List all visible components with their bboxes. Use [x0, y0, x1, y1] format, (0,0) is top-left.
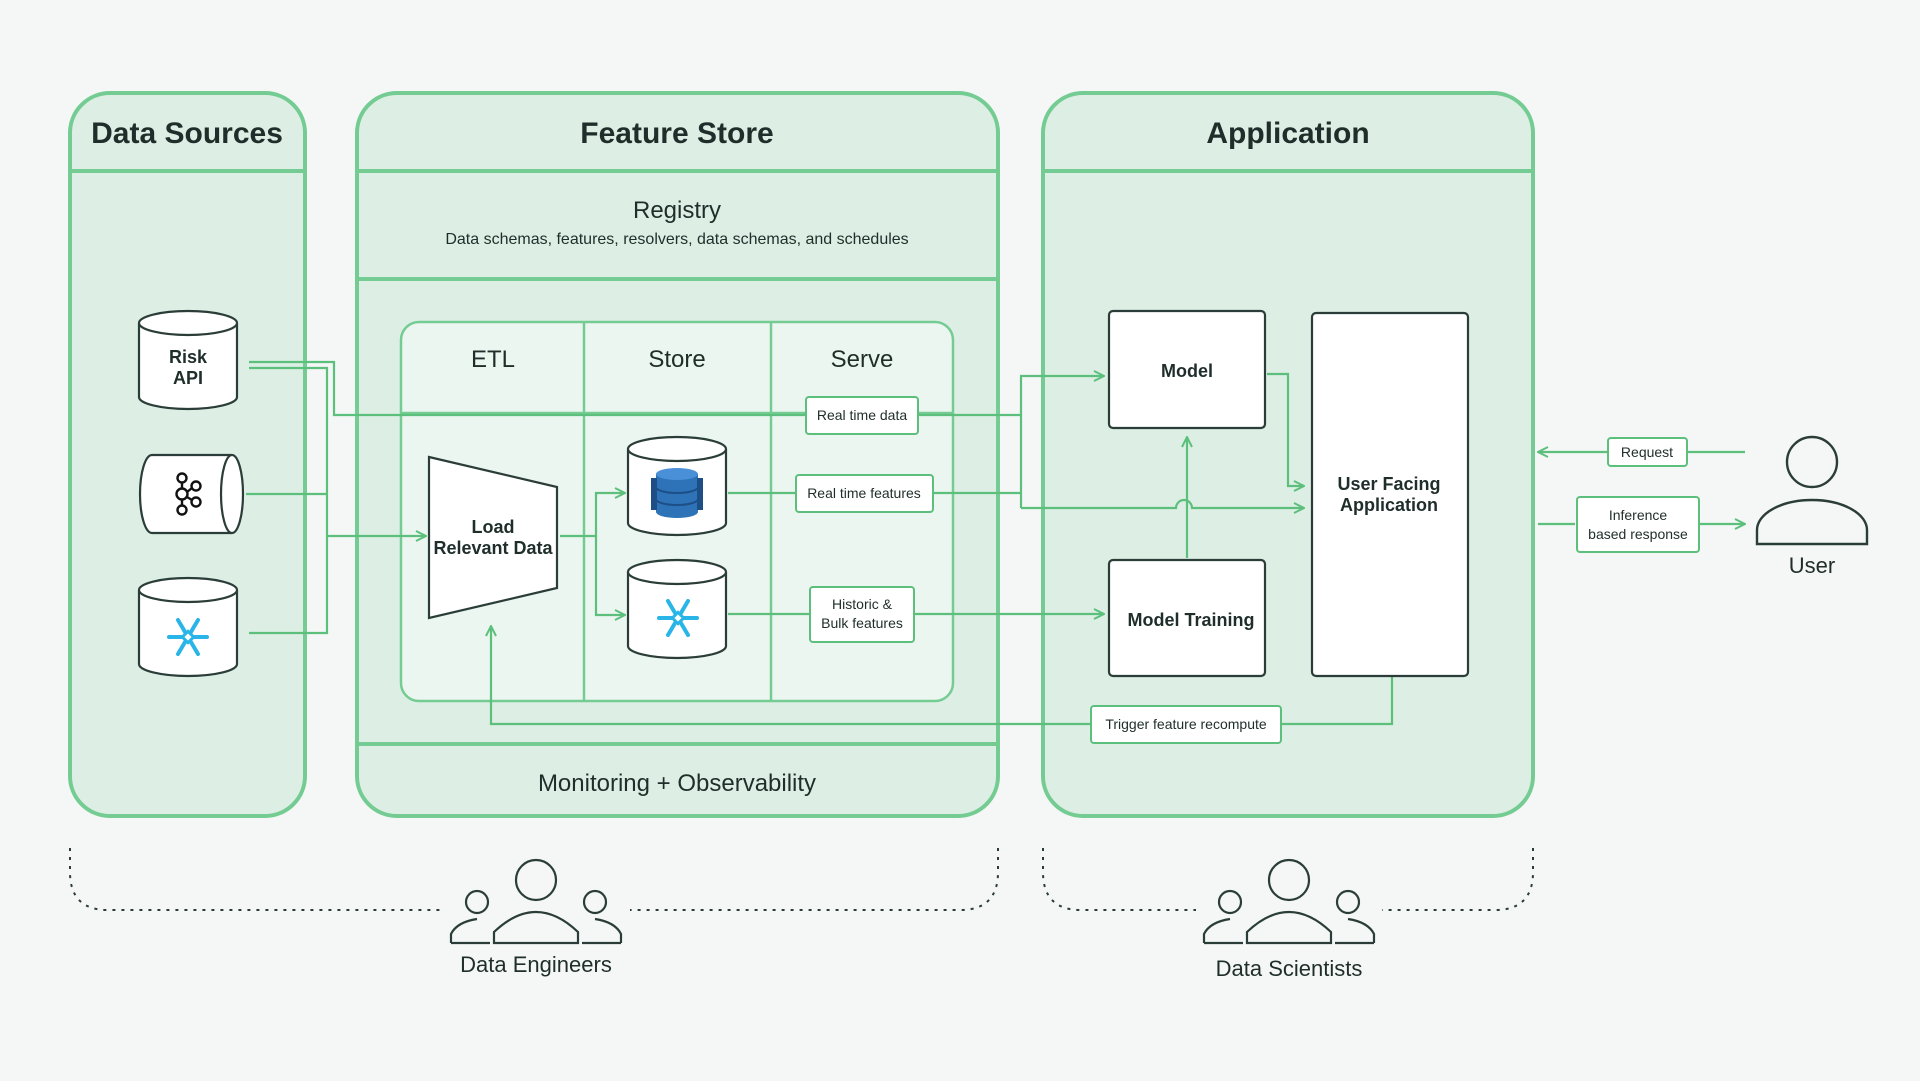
tag-real-time-features: Real time features: [795, 474, 934, 513]
risk-api-label-2: API: [173, 368, 203, 388]
user-icon: [1755, 435, 1869, 546]
kafka-source: [138, 453, 245, 535]
load-relevant-data: Load Relevant Data: [427, 455, 559, 620]
load-label-2: Relevant Data: [433, 538, 553, 558]
data-scientists-label: Data Scientists: [1216, 956, 1363, 981]
registry-subtitle: Data schemas, features, resolvers, data …: [445, 231, 908, 248]
svg-text:User Facing: User Facing: [1337, 474, 1440, 494]
svg-text:Model: Model: [1161, 361, 1213, 381]
team-icon: [1202, 858, 1376, 945]
svg-text:Real time features: Real time features: [807, 485, 921, 501]
svg-text:based response: based response: [1588, 526, 1688, 542]
feature-store-title: Feature Store: [580, 117, 773, 150]
risk-api-source: Risk API: [137, 309, 239, 411]
team-icon: [449, 858, 623, 945]
svg-text:Real time data: Real time data: [817, 407, 907, 423]
kafka-icon: [175, 472, 202, 516]
user-facing-application-box: User Facing Application: [1310, 311, 1470, 678]
svg-text:Trigger feature recompute: Trigger feature recompute: [1105, 716, 1267, 732]
application-title: Application: [1206, 117, 1369, 150]
svg-text:Request: Request: [1621, 444, 1673, 460]
model-box: Model: [1107, 309, 1267, 430]
tag-historic-bulk-features: Historic & Bulk features: [809, 586, 915, 643]
tag-real-time-data: Real time data: [805, 396, 919, 435]
tag-trigger-recompute: Trigger feature recompute: [1090, 705, 1282, 744]
data-engineers-label: Data Engineers: [460, 952, 612, 977]
risk-api-realtime-flow: [249, 360, 1104, 417]
store-header: Store: [648, 346, 705, 373]
model-training-box: Model Training: [1107, 558, 1267, 678]
load-label-1: Load: [472, 517, 515, 537]
source-collector: [249, 366, 329, 635]
svg-text:Inference: Inference: [1609, 507, 1668, 523]
risk-api-label-1: Risk: [169, 347, 208, 367]
monitoring-label: Monitoring + Observability: [538, 770, 816, 797]
snowflake-source: [137, 576, 239, 678]
serve-header: Serve: [831, 346, 894, 373]
etl-header: ETL: [471, 346, 515, 373]
tag-inference-response: Inference based response: [1576, 496, 1700, 553]
data-scientists-group: Data Scientists: [1042, 848, 1534, 981]
svg-text:Application: Application: [1340, 495, 1438, 515]
online-store: [626, 435, 728, 537]
data-sources-title: Data Sources: [91, 117, 283, 150]
trigger-recompute-flow: [491, 626, 1394, 726]
tag-request: Request: [1607, 437, 1688, 467]
svg-text:Historic &: Historic &: [832, 596, 893, 612]
dynamodb-icon: [651, 468, 703, 518]
svg-text:Bulk features: Bulk features: [821, 615, 903, 631]
snowflake-icon: [167, 618, 209, 656]
registry-title: Registry: [633, 197, 721, 224]
offline-store: [626, 558, 728, 660]
user-label: User: [1789, 553, 1835, 578]
snowflake-icon: [657, 599, 699, 637]
svg-text:Model Training: Model Training: [1127, 610, 1254, 630]
data-engineers-group: Data Engineers: [69, 848, 999, 977]
